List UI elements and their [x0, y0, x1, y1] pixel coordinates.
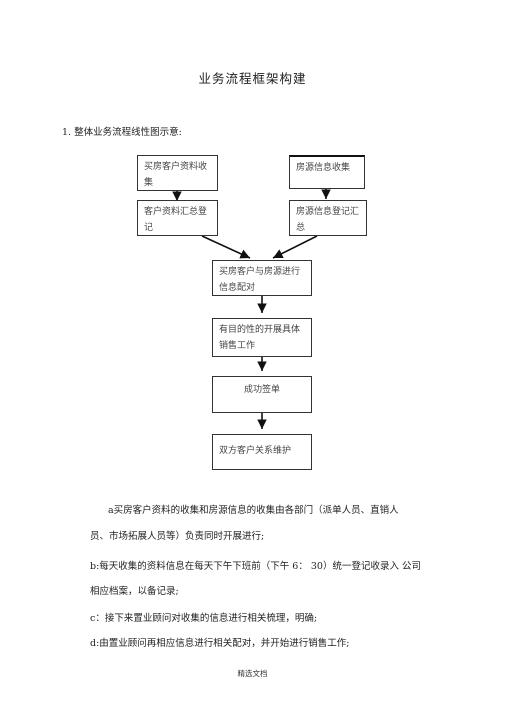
flow-box-signed-deal: 成功签单 [212, 376, 312, 413]
paragraph-a-line2: 员、市场拓展人员等）负责同时开展进行; [90, 531, 265, 542]
paragraph-b-line2: 相应档案，以备记录; [90, 586, 179, 597]
flow-box-buyer-info-collection: 买房客户资料收集 [137, 155, 218, 191]
paragraph-a-line1: a买房客户资料的收集和房源信息的收集由各部门（派单人员、直销人 [108, 505, 399, 516]
page-title: 业务流程框架构建 [198, 71, 307, 86]
flow-box-matching: 买房客户与房源进行信息配对 [212, 260, 312, 296]
paragraph-b-line1: b:每天收集的资料信息在每天下午下班前（下午 6： 30）统一登记收录入 公司 [90, 561, 421, 572]
section-heading: 1. 整体业务流程线性图示意: [62, 127, 182, 138]
flow-box-relationship-maintenance: 双方客户关系维护 [212, 434, 312, 470]
flow-box-client-registration: 客户资料汇总登记 [137, 200, 218, 236]
flow-box-targeted-sales: 有目的性的开展具体销售工作 [212, 318, 312, 357]
paragraph-c: c：接下来置业顾问对收集的信息进行相关梳理，明确; [90, 613, 318, 624]
paragraph-d: d:由置业顾问再相应信息进行相关配对，并开始进行销售工作; [90, 638, 350, 649]
flow-box-property-info-collection: 房源信息收集 [289, 155, 365, 189]
arrow-box3-to-box5 [201, 235, 251, 259]
page-footer: 精选文档 [237, 669, 268, 678]
flow-box-property-registration: 房源信息登记汇总 [289, 200, 367, 236]
arrow-box4-to-box5 [272, 235, 318, 259]
